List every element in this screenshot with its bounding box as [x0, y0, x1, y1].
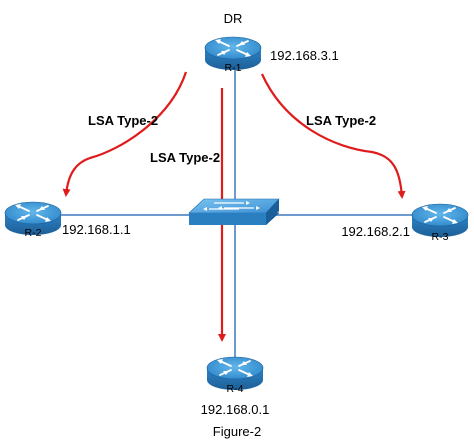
router-r3-ip: 192.168.2.1 [341, 224, 410, 239]
lsa-label-right: LSA Type-2 [306, 113, 376, 128]
router-r3-name: R-3 [432, 231, 449, 243]
lsa-arrow-left [62, 71, 188, 197]
lsa-label-left: LSA Type-2 [88, 113, 158, 128]
switch-icon [188, 198, 280, 225]
lsa-label-center: LSA Type-2 [150, 150, 220, 165]
figure-caption: Figure-2 [213, 424, 261, 439]
router-r1-ip: 192.168.3.1 [270, 48, 339, 63]
router-r1-name: R-1 [225, 62, 242, 74]
lsa-arrow-right [260, 73, 406, 199]
router-r2-name: R-2 [25, 227, 42, 239]
router-r4-name: R-4 [227, 383, 244, 395]
router-r1-role: DR [224, 11, 243, 26]
router-r4-ip: 192.168.0.1 [201, 402, 270, 417]
router-r2-ip: 192.168.1.1 [62, 222, 131, 237]
